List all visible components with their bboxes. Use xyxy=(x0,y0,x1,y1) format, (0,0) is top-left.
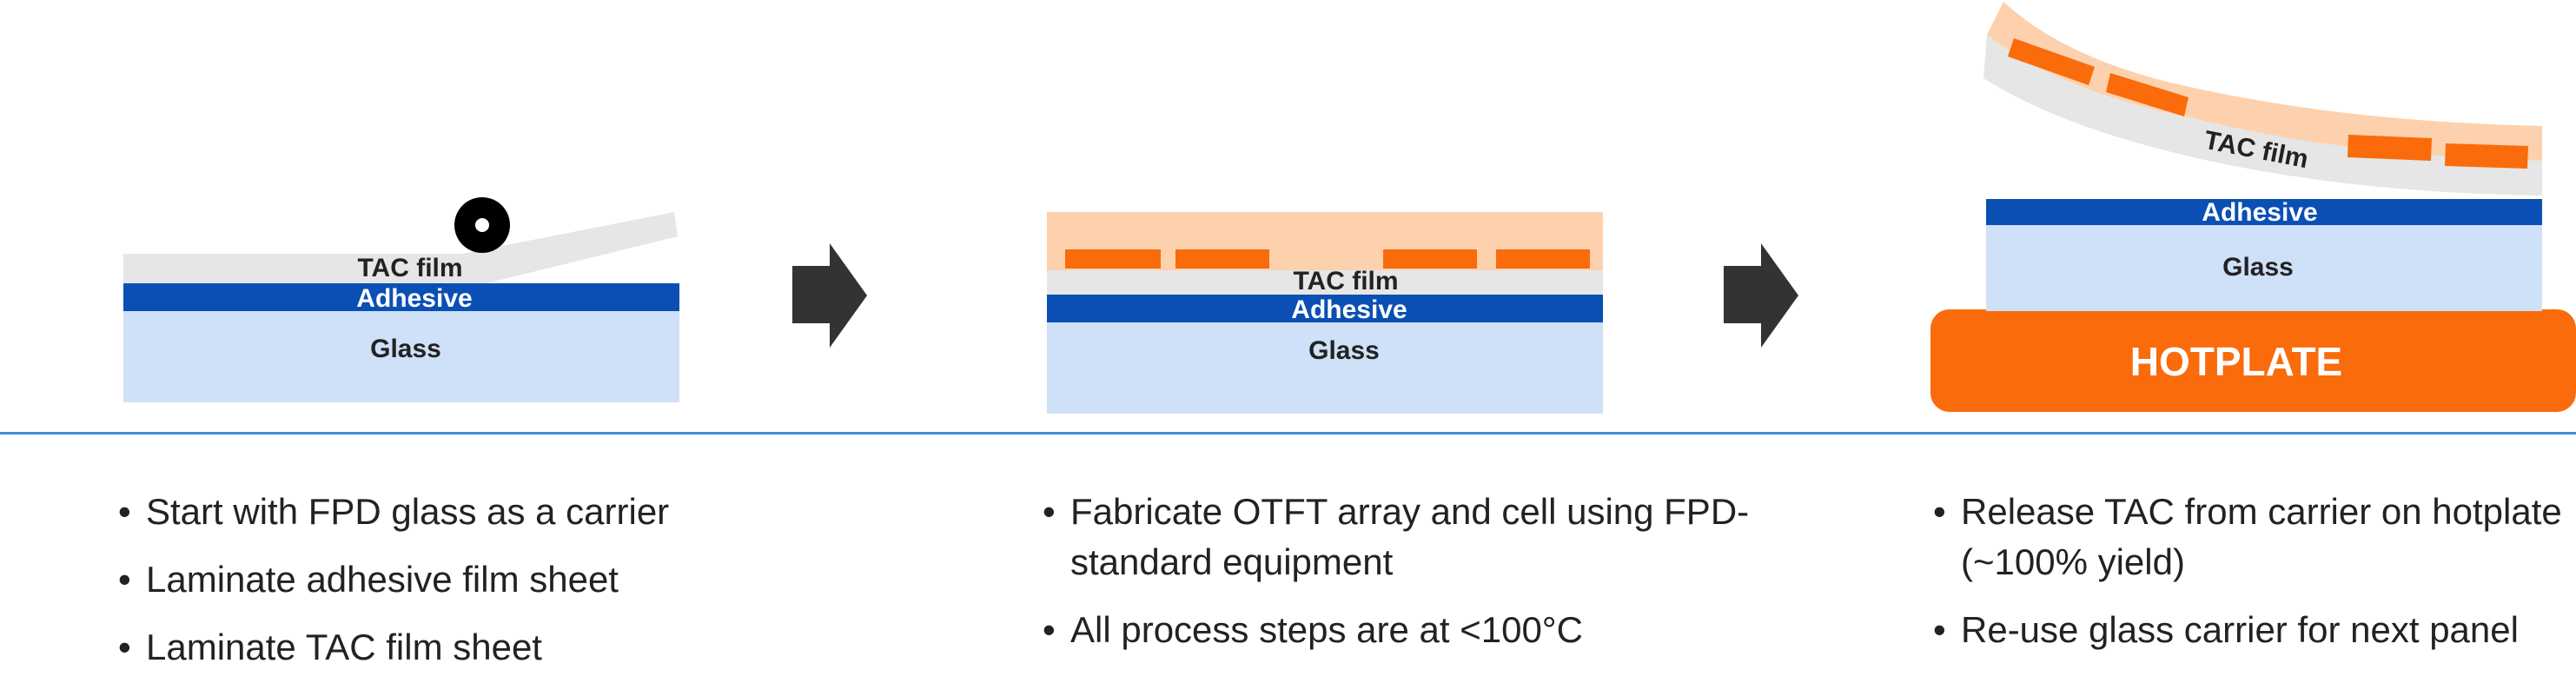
otft-pad xyxy=(2008,38,2095,85)
adhesive-layer xyxy=(123,283,679,311)
otft-pads xyxy=(1065,249,1590,269)
adhesive-layer xyxy=(1986,199,2542,225)
step-1-bullets: Start with FPD glass as a carrier Lamina… xyxy=(118,487,900,690)
tac-film-layer xyxy=(123,212,678,283)
hotplate xyxy=(1930,309,2576,412)
panel-1-lamination: TAC film Adhesive Glass xyxy=(123,197,679,402)
adhesive-layer xyxy=(1047,295,1603,322)
panel-2-fabrication: TAC film Adhesive Glass xyxy=(1047,212,1603,414)
glass-label: Glass xyxy=(2222,253,2294,282)
bullet-item: Start with FPD glass as a carrier xyxy=(118,487,900,537)
bullet-item: Release TAC from carrier on hotplate (~1… xyxy=(1933,487,2576,587)
otft-pad xyxy=(2348,135,2432,161)
bullet-item: Laminate TAC film sheet xyxy=(118,622,900,673)
adhesive-label: Adhesive xyxy=(1291,295,1407,324)
tac-film-label: TAC film xyxy=(1293,267,1398,295)
section-divider xyxy=(0,432,2576,435)
right-arrow-icon xyxy=(1724,243,1798,348)
otft-pad xyxy=(1065,249,1161,269)
glass-layer xyxy=(1986,225,2542,311)
otft-pads xyxy=(2008,38,2528,169)
step-2-bullets: Fabricate OTFT array and cell using FPD-… xyxy=(1043,487,1824,673)
adhesive-label: Adhesive xyxy=(356,284,472,313)
otft-pad xyxy=(2445,143,2528,169)
process-diagram: TAC film Adhesive Glass TAC film Adhesiv… xyxy=(123,2,2576,414)
glass-layer xyxy=(1047,322,1603,414)
panel-3-release: TAC film Adhesive Glass HOTPLATE xyxy=(1930,2,2576,412)
glass-label: Glass xyxy=(370,335,441,363)
otft-pad xyxy=(1496,249,1590,269)
roller-icon xyxy=(454,197,510,253)
step-3-bullets: Release TAC from carrier on hotplate (~1… xyxy=(1933,487,2576,673)
bullet-item: Fabricate OTFT array and cell using FPD-… xyxy=(1043,487,1824,587)
bullet-item: Laminate adhesive film sheet xyxy=(118,554,900,605)
otft-pad xyxy=(1383,249,1477,269)
glass-label: Glass xyxy=(1308,336,1380,365)
right-arrow-icon xyxy=(792,243,867,348)
otft-pad xyxy=(2106,73,2189,116)
otft-pad xyxy=(1175,249,1269,269)
hotplate-label: HOTPLATE xyxy=(2130,339,2342,384)
bullet-item: Re-use glass carrier for next panel xyxy=(1933,605,2576,655)
tac-film-label: TAC film xyxy=(357,254,462,282)
released-device-layer xyxy=(1987,2,2542,161)
adhesive-label: Adhesive xyxy=(2202,198,2317,227)
tac-film-layer xyxy=(1047,270,1603,295)
glass-layer xyxy=(123,311,679,402)
bullet-item: All process steps are at <100°C xyxy=(1043,605,1824,655)
